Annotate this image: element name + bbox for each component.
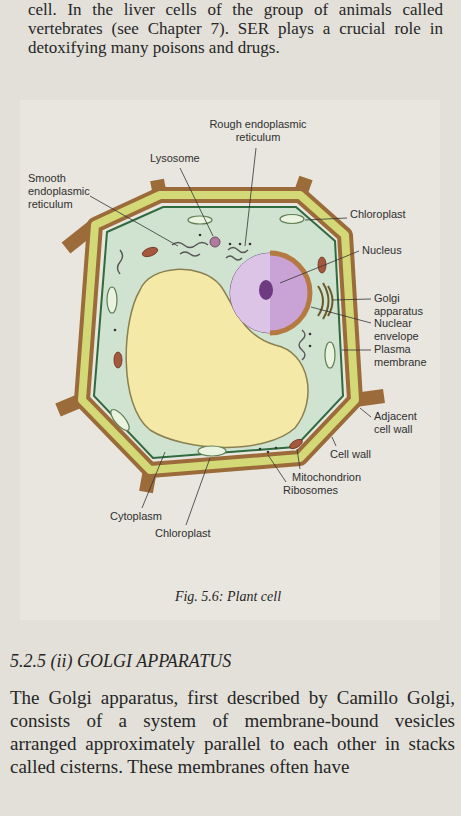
mitochondria — [114, 246, 326, 451]
cell-wall-inner — [82, 195, 355, 470]
leader-line — [311, 307, 371, 323]
part-label: Cell wall — [330, 448, 390, 461]
rough-er — [299, 330, 305, 360]
part-label: Chloroplast — [350, 208, 420, 221]
leader-line — [268, 455, 286, 482]
lysosome — [210, 237, 220, 247]
nuclear-envelope — [270, 253, 310, 333]
part-label: Nucleus — [362, 244, 422, 257]
leader-line — [90, 196, 178, 246]
chloroplast — [188, 216, 212, 224]
leader-line — [342, 350, 371, 351]
mitochondrion — [288, 437, 304, 450]
nucleolus — [259, 280, 273, 300]
chloroplast — [198, 446, 226, 456]
golgi-apparatus — [318, 283, 333, 319]
ribosome — [309, 345, 312, 348]
smooth-er — [180, 252, 200, 256]
chloroplast — [108, 407, 132, 433]
leader-line — [186, 458, 210, 525]
figure-caption: Fig. 5.6: Plant cell — [0, 588, 456, 605]
part-label: Mitochondrion — [292, 471, 377, 484]
ribosome — [199, 234, 202, 237]
part-label: Smooth endoplasmic reticulum — [28, 172, 96, 211]
plasma-membrane — [94, 207, 343, 458]
part-label: Chloroplast — [155, 527, 230, 540]
ribosome — [259, 448, 262, 451]
part-label: Rough endoplasmic reticulum — [208, 118, 308, 144]
rough-er — [226, 256, 242, 260]
ribosome — [267, 451, 270, 454]
ribosome — [275, 447, 278, 450]
leader-line — [305, 218, 347, 220]
part-label: Plasma membrane — [374, 343, 436, 369]
leader-line — [142, 452, 165, 508]
body-text: cell. In the liver cells of the group of… — [28, 0, 443, 57]
golgi-cistern — [323, 283, 329, 319]
body-text: The Golgi apparatus, first described by … — [10, 686, 455, 778]
ribosome — [249, 243, 252, 246]
leader-lines — [90, 148, 371, 525]
nucleus — [230, 253, 310, 333]
chloroplasts — [107, 215, 335, 457]
ribosomes — [114, 234, 312, 454]
golgi-cistern — [318, 286, 323, 316]
ribosome — [239, 243, 242, 246]
mitochondrion — [114, 352, 122, 368]
smooth-er — [172, 243, 208, 248]
leader-line — [360, 408, 371, 417]
ribosome — [114, 329, 117, 332]
ribosome — [229, 243, 232, 246]
cell-wall — [82, 195, 355, 470]
leader-line — [280, 251, 359, 283]
part-label: Nuclear envelope — [374, 317, 434, 343]
part-label: Ribosomes — [283, 484, 353, 497]
smooth-er — [118, 250, 123, 274]
mitochondrion — [141, 246, 159, 259]
page-ground — [20, 100, 440, 620]
endoplasmic-reticulum — [118, 243, 306, 361]
rough-er — [228, 248, 248, 253]
part-label: Golgi apparatus — [374, 292, 434, 318]
chloroplast — [280, 215, 304, 224]
leader-line — [332, 437, 336, 446]
leader-line — [180, 168, 213, 236]
section-heading: 5.2.5 (ii) GOLGI APPARATUS — [10, 650, 450, 672]
adjacent-cell-wall — [58, 178, 384, 492]
chloroplast — [107, 287, 117, 313]
leader-line — [332, 299, 371, 300]
part-label: Lysosome — [150, 152, 220, 165]
part-label: Adjacent cell wall — [374, 410, 434, 436]
leader-line — [245, 148, 256, 246]
ribosome — [309, 333, 312, 336]
part-label: Cytoplasm — [110, 510, 180, 523]
chloroplast — [325, 342, 335, 368]
leader-line — [297, 449, 300, 469]
